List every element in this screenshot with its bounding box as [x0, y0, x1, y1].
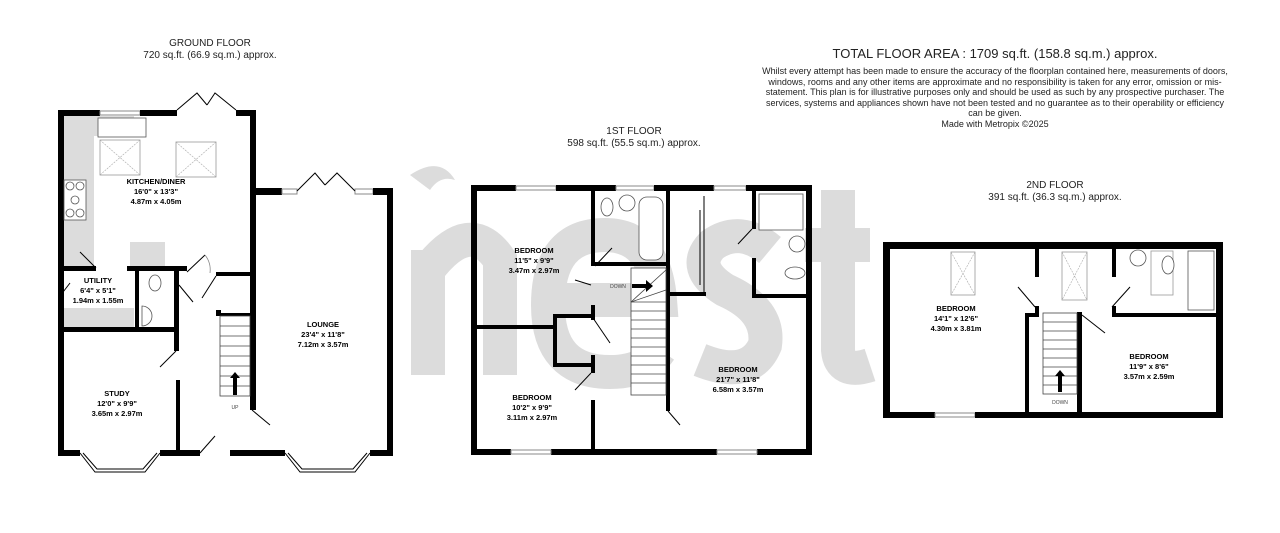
room-imperial-study: 12'0" x 9'9" — [97, 399, 137, 408]
disclaimer-text: Whilst every attempt has been made to en… — [762, 66, 1228, 119]
first-floor-plan: DOWN BEDROOM 11'5" x 9'9" 3.47m x 2.97m … — [471, 185, 812, 455]
floor-title: 2ND FLOOR — [1026, 180, 1084, 191]
room-imperial-bedroom: 10'2" x 9'9" — [512, 403, 552, 412]
room-metric-study: 3.65m x 2.97m — [92, 409, 143, 418]
room-imperial-bedroom: 11'5" x 9'9" — [514, 256, 554, 265]
room-name-bedroom: BEDROOM — [936, 304, 975, 313]
room-metric-bedroom: 4.30m x 3.81m — [931, 324, 982, 333]
stairs-down-label: DOWN — [610, 284, 626, 290]
first-floor-stairs — [630, 267, 667, 396]
room-name-bedroom: BEDROOM — [514, 246, 553, 255]
credit-text: Made with Metropix ©2025 — [941, 118, 1049, 129]
room-name-bedroom: BEDROOM — [718, 365, 757, 374]
room-metric-bedroom: 6.58m x 3.57m — [713, 385, 764, 394]
stairs-down-label: DOWN — [1052, 400, 1068, 406]
room-imperial-bedroom: 11'9" x 8'6" — [1129, 362, 1169, 371]
stairs-up-arrow-icon — [1055, 370, 1065, 392]
room-name-lounge: LOUNGE — [307, 320, 339, 329]
room-metric-kitchen: 4.87m x 4.05m — [131, 197, 182, 206]
room-name-kitchen: KITCHEN/DINER — [127, 177, 186, 186]
stairs-up-arrow-icon — [230, 372, 240, 395]
first-floor-heading: 1ST FLOOR 598 sq.ft. (55.5 sq.m.) approx… — [534, 126, 734, 150]
room-metric-utility: 1.94m x 1.55m — [73, 296, 124, 305]
room-imperial-lounge: 23'4" x 11'8" — [301, 330, 345, 339]
floor-area: 598 sq.ft. (55.5 sq.m.) approx. — [567, 138, 701, 149]
stairs-down-arrow-icon — [632, 280, 653, 292]
disclaimer-block: Whilst every attempt has been made to en… — [760, 66, 1230, 130]
total-floor-area: TOTAL FLOOR AREA : 1709 sq.ft. (158.8 sq… — [832, 46, 1158, 61]
room-name-study: STUDY — [104, 389, 129, 398]
room-imperial-utility: 6'4" x 5'1" — [80, 286, 116, 295]
room-name-bedroom: BEDROOM — [1129, 352, 1168, 361]
floor-area: 720 sq.ft. (66.9 sq.m.) approx. — [143, 50, 277, 61]
ground-stairs — [219, 315, 251, 397]
ground-floor-heading: GROUND FLOOR 720 sq.ft. (66.9 sq.m.) app… — [110, 38, 310, 62]
room-metric-lounge: 7.12m x 3.57m — [298, 340, 349, 349]
room-metric-bedroom: 3.57m x 2.59m — [1124, 372, 1175, 381]
room-imperial-bedroom: 14'1" x 12'6" — [934, 314, 978, 323]
room-name-bedroom: BEDROOM — [512, 393, 551, 402]
floor-title: 1ST FLOOR — [606, 126, 662, 137]
ground-floor-plan: UP KITCHEN/DINER 16'0" x 13'3" 4.87m x 4… — [58, 92, 393, 473]
room-imperial-kitchen: 16'0" x 13'3" — [134, 187, 178, 196]
room-metric-bedroom: 3.11m x 2.97m — [507, 413, 558, 422]
room-name-utility: UTILITY — [84, 276, 112, 285]
room-metric-bedroom: 3.47m x 2.97m — [509, 266, 560, 275]
second-floor-stairs — [1042, 312, 1078, 395]
room-imperial-bedroom: 21'7" x 11'8" — [716, 375, 760, 384]
second-floor-plan: DOWN BEDROOM 14'1" x 12'6" 4.30m x 3.81m… — [883, 242, 1223, 418]
floor-title: GROUND FLOOR — [169, 38, 251, 49]
floor-area: 391 sq.ft. (36.3 sq.m.) approx. — [988, 192, 1122, 203]
second-floor-heading: 2ND FLOOR 391 sq.ft. (36.3 sq.m.) approx… — [955, 180, 1155, 204]
stairs-up-label: UP — [232, 405, 240, 411]
